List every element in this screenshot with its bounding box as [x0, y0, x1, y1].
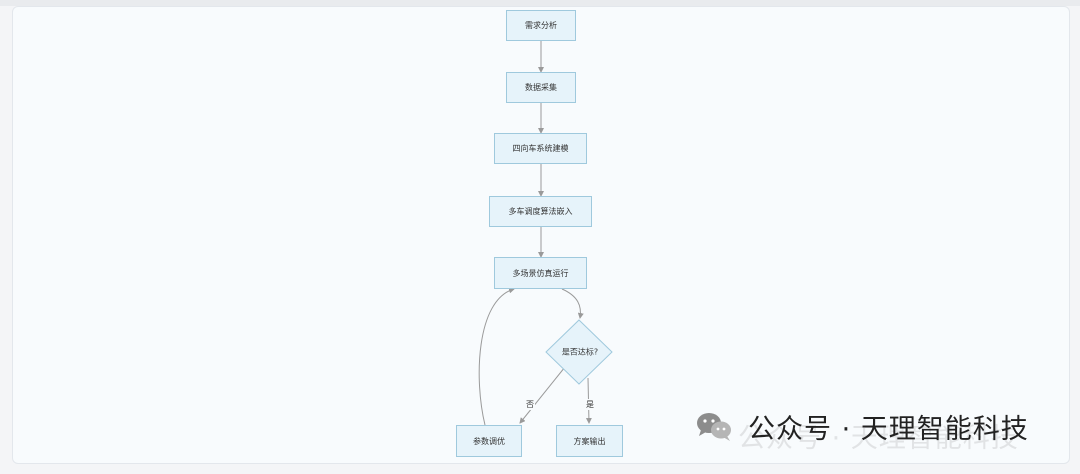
edge-tune-sim: [478, 287, 515, 426]
node-system-modeling: 四向车系统建模: [494, 133, 587, 164]
wechat-icon: [688, 406, 744, 446]
decision-diamond: [545, 319, 613, 385]
edge-check-tune: [519, 366, 566, 424]
node-data-collection: 数据采集: [506, 72, 576, 103]
decision-label: 是否达标?: [561, 347, 599, 357]
node-algorithm-embedding: 多车调度算法嵌入: [489, 196, 592, 227]
edge-sim-check: [561, 288, 584, 319]
edge-label-yes: 是: [585, 399, 595, 410]
node-label: 参数调优: [473, 436, 505, 446]
node-label: 需求分析: [525, 21, 557, 30]
node-label: 多车调度算法嵌入: [508, 207, 573, 216]
edge-label-no: 否: [525, 399, 535, 410]
node-simulation-run: 多场景仿真运行: [494, 257, 587, 289]
watermark-text: 公众号 · 天理智能科技: [748, 413, 1029, 445]
node-plan-output: 方案输出: [556, 425, 623, 457]
watermark: 公众号 · 天理智能科技: [688, 406, 1029, 446]
watermark-shadow: 公众号 · 天理智能科技: [738, 423, 1019, 454]
node-label: 多场景仿真运行: [512, 268, 569, 278]
node-requirement-analysis: 需求分析: [506, 10, 576, 41]
node-parameter-tuning: 参数调优: [456, 425, 522, 457]
node-label: 四向车系统建模: [512, 144, 569, 153]
top-bar: [0, 0, 1080, 6]
node-label: 方案输出: [573, 436, 606, 446]
node-label: 数据采集: [525, 83, 557, 92]
